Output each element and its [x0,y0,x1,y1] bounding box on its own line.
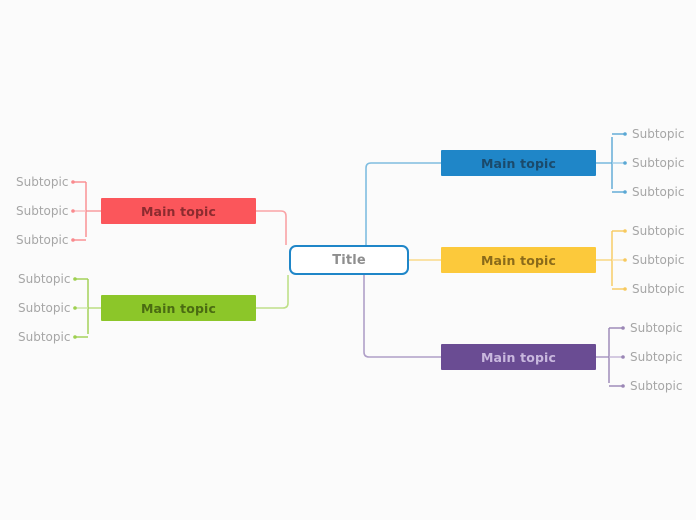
main-topic-node-yellow[interactable]: Main topic [441,247,596,273]
subtopic-label: Subtopic [630,379,683,393]
connector-blue-dot-3 [623,190,627,194]
main-topic-label: Main topic [140,203,217,219]
subtopic-label: Subtopic [632,185,685,199]
subtopic-green-3[interactable]: Subtopic [18,330,71,344]
connector-green-dot-2 [73,306,77,310]
connector-green-dot-3 [73,335,77,339]
connector-red-dot-2 [71,209,75,213]
subtopic-label: Subtopic [632,253,685,267]
subtopic-label: Subtopic [16,204,69,218]
connector-yellow-dot-2 [623,258,627,262]
subtopic-label: Subtopic [18,272,71,286]
connector-purple-dot-3 [621,384,625,388]
subtopic-red-1[interactable]: Subtopic [16,175,69,189]
connector-root-to-red [256,210,287,245]
subtopic-label: Subtopic [632,224,685,238]
connector-blue-dot-2 [623,161,627,165]
subtopic-red-3[interactable]: Subtopic [16,233,69,247]
subtopic-yellow-2[interactable]: Subtopic [632,254,684,266]
subtopic-label: Subtopic [632,282,685,296]
subtopic-purple-1[interactable]: Subtopic [630,322,682,334]
connector-green-dot-1 [73,277,77,281]
subtopic-label: Subtopic [632,127,685,141]
connector-red-dot-3 [71,238,75,242]
subtopic-purple-3[interactable]: Subtopic [630,380,682,392]
connector-yellow-dot-1 [623,229,627,233]
subtopic-label: Subtopic [18,330,71,344]
connector-red-dot-1 [71,180,75,184]
main-topic-label: Main topic [480,252,557,268]
subtopic-label: Subtopic [630,350,683,364]
connector-root-to-blue [365,162,441,245]
main-topic-label: Main topic [140,300,217,316]
main-topic-node-blue[interactable]: Main topic [441,150,596,176]
subtopic-green-1[interactable]: Subtopic [18,272,71,286]
subtopic-label: Subtopic [16,175,69,189]
main-topic-label: Main topic [480,349,557,365]
main-topic-node-purple[interactable]: Main topic [441,344,596,370]
connector-root-to-purple [363,275,441,358]
connector-yellow-dot-3 [623,287,627,291]
subtopic-yellow-1[interactable]: Subtopic [632,225,684,237]
main-topic-node-red[interactable]: Main topic [101,198,256,224]
connector-blue-dot-1 [623,132,627,136]
subtopic-green-2[interactable]: Subtopic [18,301,71,315]
subtopic-label: Subtopic [16,233,69,247]
connector-purple-dot-1 [621,326,625,330]
connector-root-to-green [256,275,289,309]
root-node-label: Title [332,252,366,268]
subtopic-label: Subtopic [632,156,685,170]
subtopic-red-2[interactable]: Subtopic [16,204,69,218]
subtopic-blue-3[interactable]: Subtopic [632,186,684,198]
subtopic-blue-1[interactable]: Subtopic [632,128,684,140]
main-topic-label: Main topic [480,155,557,171]
connector-purple-dot-2 [621,355,625,359]
subtopic-purple-2[interactable]: Subtopic [630,351,682,363]
root-node-title[interactable]: Title [289,245,409,275]
subtopic-label: Subtopic [630,321,683,335]
subtopic-blue-2[interactable]: Subtopic [632,157,684,169]
main-topic-node-green[interactable]: Main topic [101,295,256,321]
subtopic-yellow-3[interactable]: Subtopic [632,283,684,295]
subtopic-label: Subtopic [18,301,71,315]
